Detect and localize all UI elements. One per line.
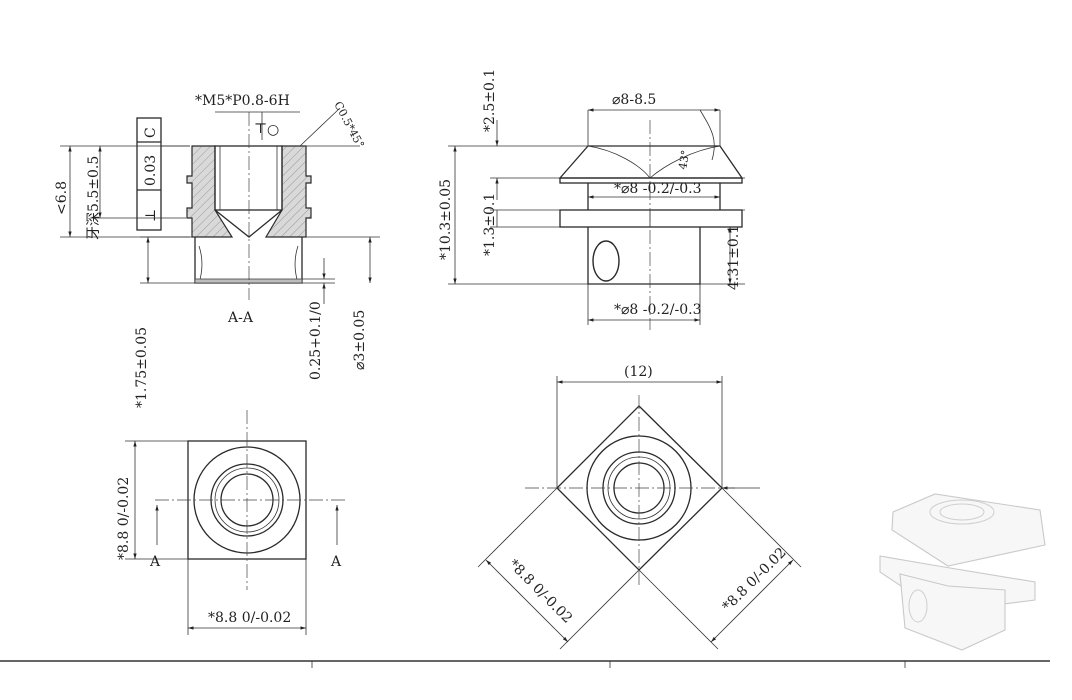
dim-overall-height: <6.8 xyxy=(54,181,70,215)
dim-step: 0.25+0.1/0 xyxy=(308,301,324,380)
dim-bottom-diameter: *⌀8 -0.2/-0.3 xyxy=(614,302,702,318)
circle-symbol-icon: ○ xyxy=(267,122,279,138)
angle-label: 43° xyxy=(676,149,692,170)
dim-top-width: *8.8 0/-0.02 xyxy=(208,610,291,626)
flatness-datum: C xyxy=(143,127,159,138)
dim-pilot-height: *1.75±0.05 xyxy=(134,327,150,408)
section-left-wall xyxy=(186,145,234,238)
flatness-value: 0.03 xyxy=(143,155,159,186)
dim-diagonal: (12) xyxy=(624,364,653,380)
flatness-frame xyxy=(136,117,162,231)
section-label: A-A xyxy=(227,310,254,326)
thread-callout: *M5*P0.8-6H xyxy=(195,93,290,109)
top-view: *8.8 0/-0.02 *8.8 0/-0.02 A A xyxy=(116,410,345,635)
dim-total-height: *10.3±0.05 xyxy=(438,179,454,260)
dim-inner-diameter: *⌀8 -0.2/-0.3 xyxy=(614,181,702,197)
dim-left-edge: *8.8 0/-0.02 xyxy=(505,557,575,627)
section-right-wall xyxy=(264,145,312,238)
dim-top-height: *8.8 0/-0.02 xyxy=(116,477,132,560)
dim-top-diameter: ⌀8-8.5 xyxy=(612,92,656,108)
dim-pilot-diameter: ⌀3±0.05 xyxy=(352,310,368,370)
dim-flange-height: *2.5±0.1 xyxy=(482,69,498,132)
depth-symbol-icon: ⊤ xyxy=(254,121,267,137)
dim-thread-depth: 牙深5.5±0.5 xyxy=(86,156,102,240)
dim-middle-thickness: *1.3±0.1 xyxy=(482,193,498,256)
dim-right-edge: *8.8 0/-0.02 xyxy=(720,545,790,615)
section-mark-right: A xyxy=(330,554,342,570)
side-view: ⌀8-8.5 43° *10.3±0.05 *2.5±0.1 *1.3±0.1 … xyxy=(438,69,745,330)
dim-boss-height: 4.31±0.1 xyxy=(726,225,742,290)
rotated-view: (12) *8.8 0/-0.02 *8.8 0/-0.02 xyxy=(477,364,802,650)
section-mark-left: A xyxy=(149,554,161,570)
flatness-symbol-icon: ⊥ xyxy=(143,209,159,222)
chamfer-callout: C0.5*45° xyxy=(331,99,366,150)
isometric-view xyxy=(879,493,1046,651)
section-view: *M5*P0.8-6H ⊤ ○ C0.5*45° C 0.03 ⊥ <6.8 牙… xyxy=(54,93,380,408)
